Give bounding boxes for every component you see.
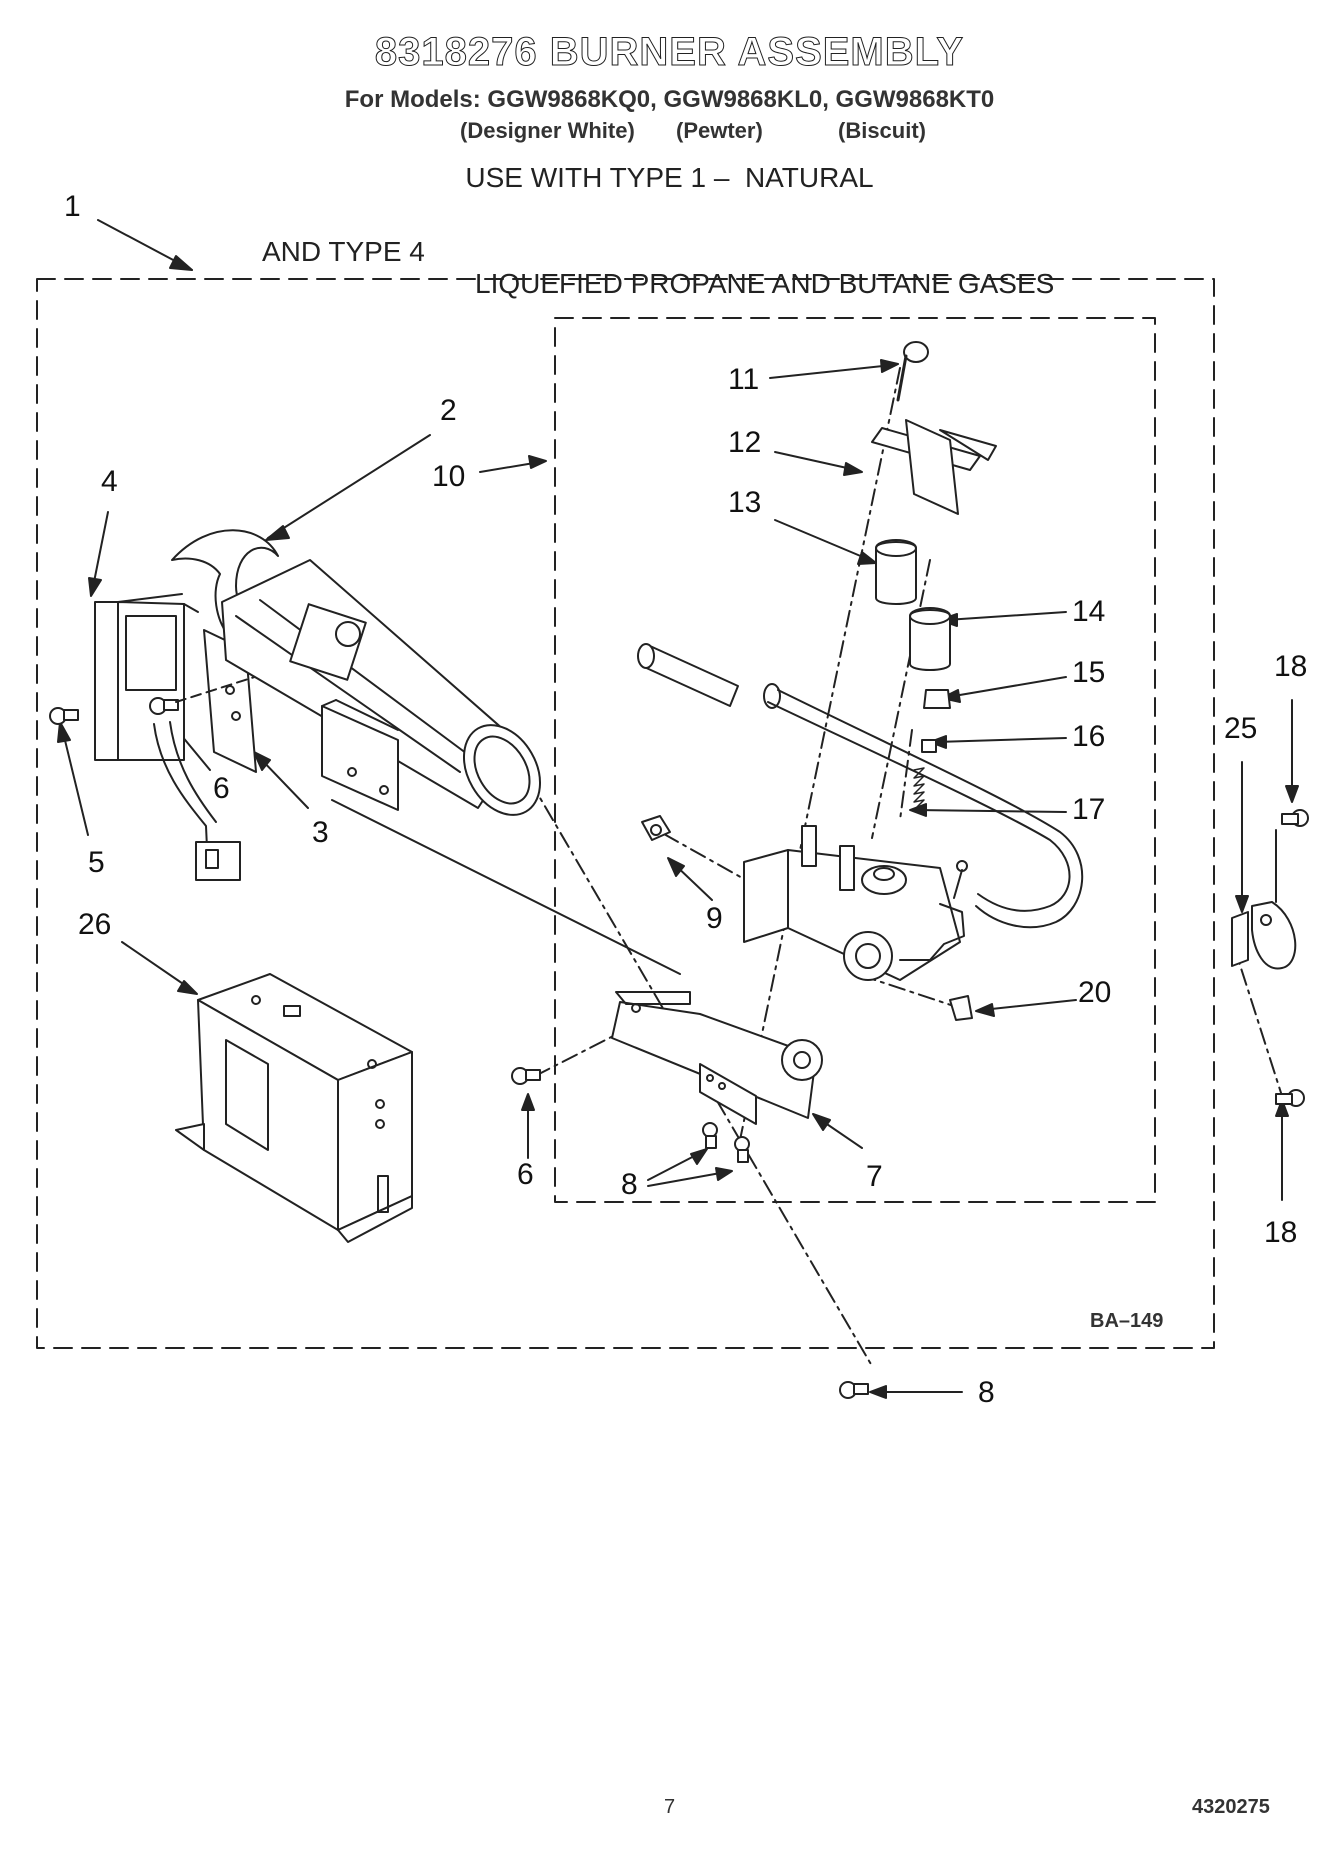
callout-15: 15 bbox=[1072, 656, 1106, 689]
model-list: For Models: GGW9868KQ0, GGW9868KL0, GGW9… bbox=[344, 86, 995, 113]
gas-type-line-2: AND TYPE 4 LIQUEFIED PROPANE AND BUTANE … bbox=[0, 204, 1339, 300]
color-pewter: (Pewter) bbox=[676, 118, 763, 143]
callout-3: 3 bbox=[312, 816, 329, 849]
bottom-screw bbox=[839, 1381, 869, 1399]
terminal-connector bbox=[949, 995, 973, 1021]
color-list: (Designer White) (Pewter) (Biscuit) bbox=[0, 118, 1339, 222]
orifice bbox=[641, 815, 671, 841]
bracket-screws bbox=[511, 1067, 750, 1163]
callout-17: 17 bbox=[1072, 793, 1106, 826]
callout-18-bottom: 18 bbox=[1264, 1216, 1298, 1249]
callout-2: 2 bbox=[440, 394, 457, 427]
gas-type-4-label: AND TYPE 4 bbox=[262, 236, 425, 267]
callout-16: 16 bbox=[1072, 720, 1106, 753]
callout-14: 14 bbox=[1072, 595, 1106, 628]
callout-8-bottom: 8 bbox=[978, 1376, 995, 1409]
callout-5: 5 bbox=[88, 846, 105, 879]
diagram-code: BA–149 bbox=[1090, 1310, 1164, 1332]
support-bracket bbox=[175, 973, 413, 1243]
leader-arrows bbox=[57, 219, 1299, 1399]
valve-subassembly-frame bbox=[554, 317, 1156, 1203]
callout-4: 4 bbox=[101, 465, 118, 498]
nipple-tube bbox=[637, 643, 739, 707]
clip-screws bbox=[1275, 809, 1309, 1107]
page-title: 8318276 BURNER ASSEMBLY bbox=[374, 30, 965, 75]
clip-25 bbox=[1231, 829, 1297, 970]
callout-9: 9 bbox=[706, 902, 723, 935]
callout-10: 10 bbox=[432, 460, 466, 493]
assembly-outer-frame bbox=[36, 278, 1215, 1349]
valve-mount-bracket bbox=[611, 991, 823, 1125]
gas-supply-tube bbox=[763, 683, 1084, 929]
callout-13: 13 bbox=[728, 486, 762, 519]
color-biscuit: (Biscuit) bbox=[838, 118, 926, 143]
burner-tube bbox=[171, 529, 541, 816]
callout-8-pair: 8 bbox=[621, 1168, 638, 1201]
callout-6-upper: 6 bbox=[213, 772, 230, 805]
ignitor-bracket bbox=[94, 593, 241, 881]
document-number: 4320275 bbox=[1192, 1796, 1270, 1818]
callout-26: 26 bbox=[78, 908, 112, 941]
callout-18-top: 18 bbox=[1274, 650, 1308, 683]
callout-6-lower: 6 bbox=[517, 1158, 534, 1191]
valve-coils bbox=[871, 341, 997, 811]
callout-12: 12 bbox=[728, 426, 762, 459]
color-designer-white: (Designer White) bbox=[460, 118, 635, 143]
callout-7: 7 bbox=[866, 1160, 883, 1193]
callout-1: 1 bbox=[64, 190, 81, 223]
gas-valve-body bbox=[743, 825, 968, 981]
gas-type-line-1: USE WITH TYPE 1 – NATURAL bbox=[465, 162, 874, 193]
gas-type-4-desc: LIQUEFIED PROPANE AND BUTANE GASES bbox=[475, 268, 1055, 299]
mounting-screws bbox=[49, 697, 179, 725]
callout-11: 11 bbox=[728, 363, 760, 396]
callout-25: 25 bbox=[1224, 712, 1258, 745]
alignment-lines bbox=[497, 367, 1283, 1367]
page-number: 7 bbox=[664, 1796, 676, 1818]
callout-20: 20 bbox=[1078, 976, 1112, 1009]
burner-mount-plate bbox=[321, 699, 399, 811]
